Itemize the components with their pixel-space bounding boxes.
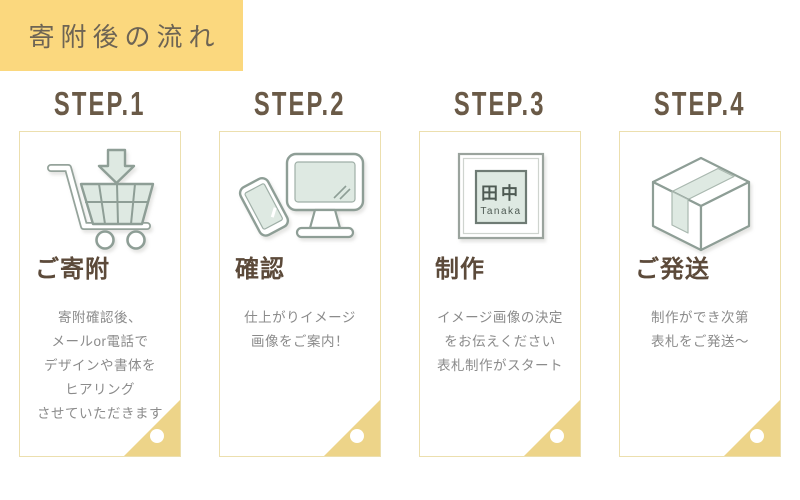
step-4-heading: STEP.4 <box>654 85 746 122</box>
step-1-card: ご寄附 寄附確認後、 メールor電話で デザインや書体を ヒアリング させていた… <box>19 131 181 457</box>
box-icon <box>651 156 751 252</box>
step-2-description: 仕上がりイメージ 画像をご案内！ <box>220 306 380 354</box>
text-line: 寄附確認後、 <box>58 310 142 325</box>
step-2-card: 確認 仕上がりイメージ 画像をご案内！ <box>219 131 381 457</box>
text-line: メールor電話で <box>51 334 149 349</box>
step-3-description: イメージ画像の決定 をお伝えください 表札制作がスタート <box>420 306 580 378</box>
text-line: 表札制作がスタート <box>437 358 563 373</box>
step-4-title: ご発送 <box>635 256 710 283</box>
step-column-4: STEP.4 ご発送 制作ができ次第 表札をご発送〜 <box>600 86 800 457</box>
cart-icon <box>47 148 155 250</box>
text-line: 仕上がりイメージ <box>244 310 356 325</box>
text-line: させていただきます <box>37 406 163 421</box>
corner-dot <box>350 429 364 443</box>
step-3-card: 田中 Tanaka 制作 イメージ画像の決定 をお伝えください 表札制作がスター… <box>419 131 581 457</box>
step-1-description: 寄附確認後、 メールor電話で デザインや書体を ヒアリング させていただきます <box>20 306 180 426</box>
nameplate-icon: 田中 Tanaka <box>457 152 545 240</box>
text-line: イメージ画像の決定 <box>437 310 563 325</box>
text-line: ヒアリング <box>65 382 135 397</box>
step-2-heading: STEP.2 <box>254 85 346 122</box>
text-line: 画像をご案内！ <box>251 334 349 349</box>
corner-dot <box>550 429 564 443</box>
step-4-icon-wrap <box>620 142 780 254</box>
step-3-title: 制作 <box>435 256 485 283</box>
step-1-title: ご寄附 <box>35 256 110 283</box>
title-banner: 寄附後の流れ <box>0 0 243 71</box>
text-line: 制作ができ次第 <box>651 310 749 325</box>
step-column-2: STEP.2 確認 仕上がりイ <box>200 86 400 457</box>
corner-dot <box>750 429 764 443</box>
nameplate-kanji: 田中 <box>481 183 521 203</box>
text-line: 表札をご発送〜 <box>651 334 749 349</box>
step-2-title: 確認 <box>235 256 285 283</box>
computer-icon <box>238 152 365 239</box>
folded-corner <box>724 400 780 456</box>
corner-dot <box>150 429 164 443</box>
step-column-3: STEP.3 田中 Tanaka 制作 イメージ画像の決定 をお伝えください 表… <box>400 86 600 457</box>
step-3-icon-wrap: 田中 Tanaka <box>420 142 580 254</box>
page-title: 寄附後の流れ <box>28 22 221 52</box>
nameplate-romaji: Tanaka <box>480 206 521 217</box>
step-column-1: STEP.1 ご寄附 寄附確認後、 メールor電 <box>0 86 200 457</box>
step-2-icon-wrap <box>220 142 380 254</box>
step-4-card: ご発送 制作ができ次第 表札をご発送〜 <box>619 131 781 457</box>
text-line: デザインや書体を <box>44 358 156 373</box>
step-4-description: 制作ができ次第 表札をご発送〜 <box>620 306 780 354</box>
folded-corner <box>324 400 380 456</box>
step-1-icon-wrap <box>20 142 180 254</box>
step-1-heading: STEP.1 <box>54 85 146 122</box>
step-3-heading: STEP.3 <box>454 85 546 122</box>
folded-corner <box>524 400 580 456</box>
text-line: をお伝えください <box>444 334 556 349</box>
